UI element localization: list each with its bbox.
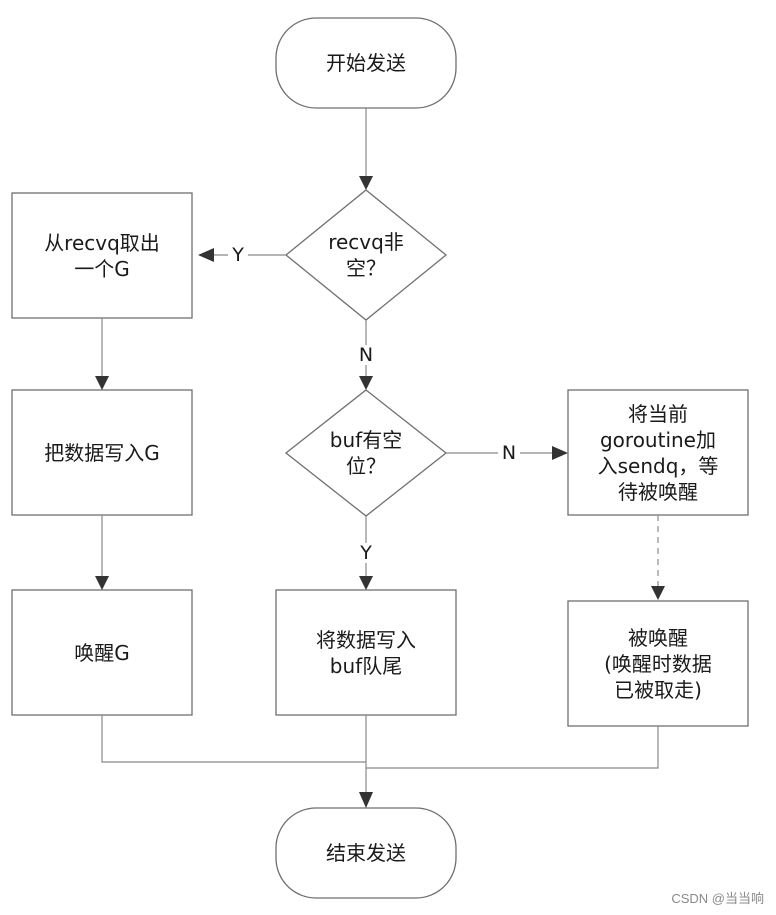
arrow-head xyxy=(198,248,214,262)
take-from-recvq-label: 从recvq取出 一个G xyxy=(44,230,160,281)
enqueue-sendq-label: 将当前 goroutine加 入sendq，等 待被唤醒 xyxy=(597,401,719,504)
woken-label: 被唤醒 (唤醒时数据 已被取走) xyxy=(604,625,712,702)
arrow-head xyxy=(359,376,373,390)
buf-check-label: buf有空 位？ xyxy=(329,428,403,478)
arrow-head xyxy=(359,576,373,590)
woken-to-end-line xyxy=(366,726,659,769)
enqueue-sendq-box xyxy=(567,389,749,516)
wake-g-box xyxy=(11,589,193,716)
arrow-head xyxy=(359,792,373,808)
wake-g-label: 唤醒G xyxy=(74,640,130,665)
end-label: 结束发送 xyxy=(326,841,406,865)
arrow-head xyxy=(95,576,109,590)
woken-box xyxy=(567,600,749,727)
arrow-head xyxy=(651,586,665,600)
wake-to-end-line xyxy=(101,715,366,763)
take-from-recvq-box xyxy=(11,192,193,319)
arrow-head xyxy=(552,446,568,460)
start-label: 开始发送 xyxy=(326,51,406,75)
arrow-head xyxy=(95,376,109,390)
recvq-yes-edge-label: Y xyxy=(228,245,248,265)
buf-no-edge-label: N xyxy=(498,443,520,463)
buf-yes-edge-label: Y xyxy=(356,543,376,563)
watermark: CSDN @当当响 xyxy=(671,891,764,906)
recvq-check-label: recvq非 空？ xyxy=(328,230,404,280)
arrow-head xyxy=(359,176,373,190)
write-to-buf-label: 将数据写入 buf队尾 xyxy=(316,627,416,678)
write-to-buf-box xyxy=(275,589,457,716)
write-to-g-label: 把数据写入G xyxy=(44,440,160,465)
recvq-no-edge-label: N xyxy=(356,345,376,365)
